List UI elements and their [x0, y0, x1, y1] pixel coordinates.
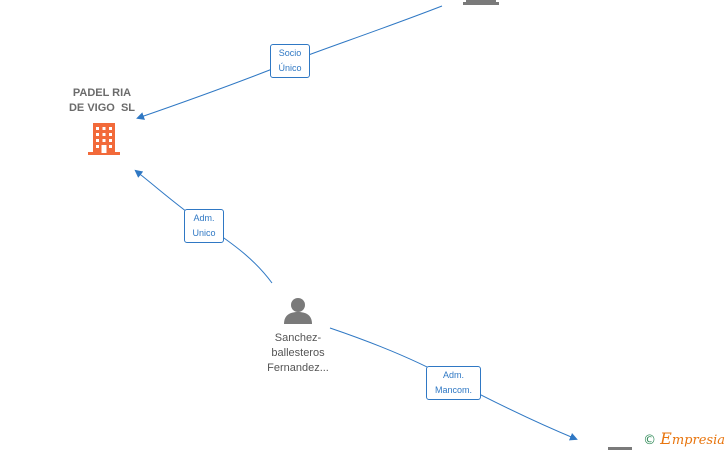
brand-initial: E: [660, 429, 672, 448]
person-name-line2: ballesteros: [271, 347, 325, 359]
person-name-line1: Sanchez-: [274, 332, 322, 344]
edge-label-socio-line2: Único: [278, 63, 302, 73]
edge-label-socio-unico[interactable]: Socio Único: [270, 44, 310, 78]
edge-label-adm-mancom-line2: Mancom.: [434, 385, 472, 395]
edge-label-adm-unico-line1: Adm.: [193, 213, 215, 223]
top-company-building-icon[interactable]: [463, 0, 499, 5]
edge-label-adm-unico[interactable]: Adm. Unico: [184, 209, 224, 243]
company-name-label[interactable]: PADEL RIA DE VIGO SL: [52, 86, 152, 116]
person-icon[interactable]: [284, 298, 312, 324]
edge-label-adm-mancom[interactable]: Adm. Mancom.: [426, 366, 481, 400]
empresia-logo: ©Empresia: [643, 429, 725, 448]
copyright-icon: ©: [643, 433, 657, 448]
brand-name: mpresia: [671, 433, 725, 448]
bottom-company-building-icon[interactable]: [608, 447, 632, 450]
company-name-line1: PADEL RIA: [72, 87, 132, 99]
company-building-icon[interactable]: [88, 123, 120, 155]
edge-label-adm-mancom-line1: Adm.: [442, 370, 464, 380]
edge-label-adm-unico-line2: Unico: [192, 228, 216, 238]
company-name-line2: DE VIGO SL: [68, 102, 135, 114]
edge-label-socio-line1: Socio: [278, 48, 302, 58]
person-name-line3: Fernandez...: [267, 362, 329, 374]
person-name-label[interactable]: Sanchez- ballesteros Fernandez...: [246, 331, 350, 376]
